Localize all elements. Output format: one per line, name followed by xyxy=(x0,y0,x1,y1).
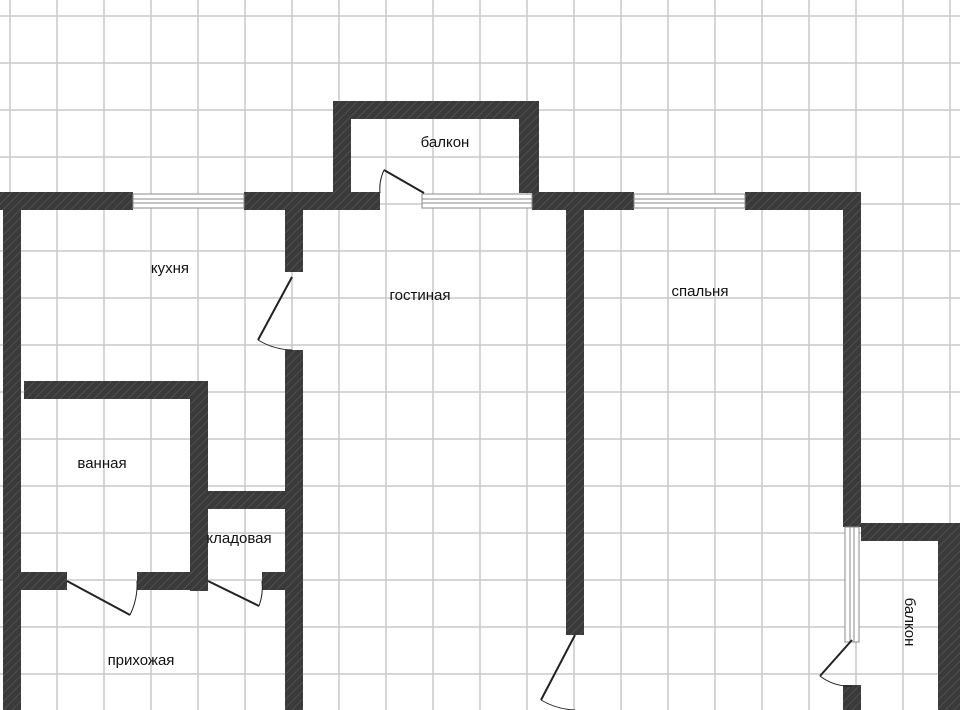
label-living-room: гостиная xyxy=(390,287,451,304)
wall-balcony-top-left xyxy=(333,101,351,193)
wall-pantry-right xyxy=(285,491,303,590)
wall-living-bedroom xyxy=(566,192,584,635)
window-balcony-door xyxy=(421,193,533,209)
door-kitchen-living xyxy=(257,276,293,351)
wall-top-1 xyxy=(0,192,133,210)
wall-bath-bottom-1 xyxy=(21,572,67,590)
door-pantry xyxy=(207,580,263,607)
wall-kitchen-living-top xyxy=(285,192,303,272)
wall-balcony-right-right xyxy=(938,523,960,710)
label-balcony-right: балкон xyxy=(901,598,918,647)
wall-hall-right xyxy=(285,590,303,710)
door-bathroom xyxy=(66,580,138,616)
windows xyxy=(132,193,860,643)
label-bedroom: спальня xyxy=(672,283,729,300)
wall-left xyxy=(3,192,21,710)
label-bathroom: ванная xyxy=(77,455,126,472)
window-bedroom-balcony xyxy=(844,526,860,643)
wall-bedroom-right-bottom xyxy=(843,685,861,710)
wall-top-4 xyxy=(745,192,861,210)
label-balcony-top: балкон xyxy=(421,134,470,151)
door-bedroom-balcony xyxy=(819,639,853,687)
door-balcony-top xyxy=(379,169,425,194)
wall-balcony-top-right xyxy=(519,101,539,193)
label-kitchen: кухня xyxy=(151,260,189,277)
room-labels: балкон кухня гостиная спальня ванная кла… xyxy=(77,134,918,669)
window-bedroom xyxy=(633,193,746,209)
window-kitchen xyxy=(132,193,245,209)
wall-balcony-right-top xyxy=(861,523,960,541)
wall-bath-bottom-2 xyxy=(137,572,207,590)
label-pantry: кладовая xyxy=(206,530,271,547)
wall-pantry-top xyxy=(208,491,303,509)
door-living-bedroom xyxy=(540,634,576,710)
wall-kitchen-living-bottom xyxy=(285,350,303,492)
walls xyxy=(0,101,960,710)
wall-balcony-top-top xyxy=(333,101,539,119)
wall-bedroom-right-top xyxy=(843,192,861,527)
wall-top-2 xyxy=(244,192,380,210)
wall-bath-top xyxy=(24,381,208,399)
label-hallway: прихожая xyxy=(108,652,175,669)
wall-bath-right xyxy=(190,381,208,591)
doors xyxy=(66,169,853,710)
